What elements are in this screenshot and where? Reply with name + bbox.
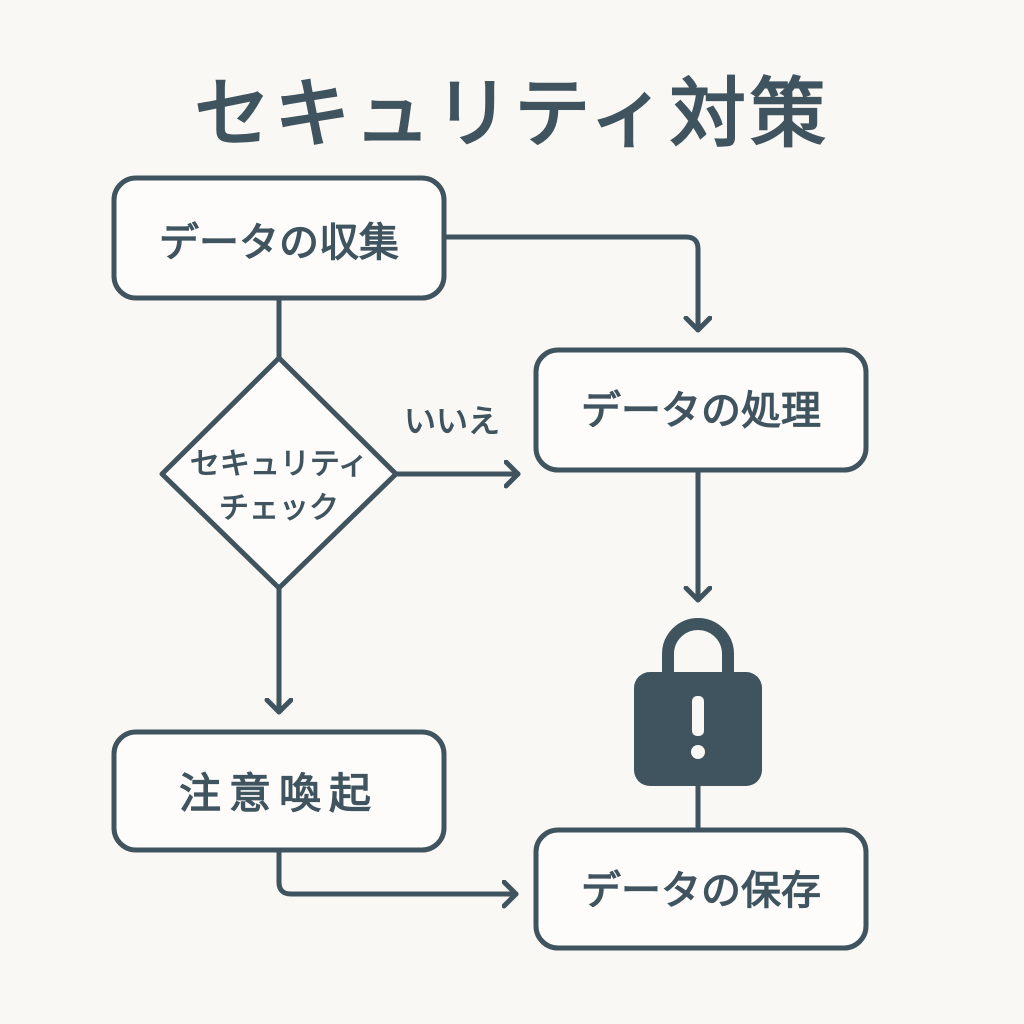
diagram-title: セキュリティ対策 xyxy=(194,69,830,158)
edge-alert-to-store xyxy=(276,847,519,894)
node-data-storage-label: データの保存 xyxy=(581,868,821,914)
edge-collect-to-process xyxy=(441,234,698,333)
lock-warning-icon xyxy=(634,618,762,786)
node-data-processing-label: データの処理 xyxy=(581,388,821,434)
node-security-check-label-line2: チェック xyxy=(219,491,339,526)
node-alert-label: 注意喚起 xyxy=(179,769,379,818)
node-data-collection: データの収集 xyxy=(111,175,447,301)
node-security-check-label-line1: セキュリティ xyxy=(190,447,368,482)
node-data-storage: データの保存 xyxy=(533,827,869,951)
node-data-processing: データの処理 xyxy=(533,347,869,473)
node-data-collection-label: データの収集 xyxy=(159,220,399,266)
edge-label-no: いいえ xyxy=(404,402,500,440)
node-alert: 注意喚起 xyxy=(111,729,447,853)
node-security-check: セキュリティ チェック xyxy=(159,355,399,591)
connectors xyxy=(276,234,698,894)
